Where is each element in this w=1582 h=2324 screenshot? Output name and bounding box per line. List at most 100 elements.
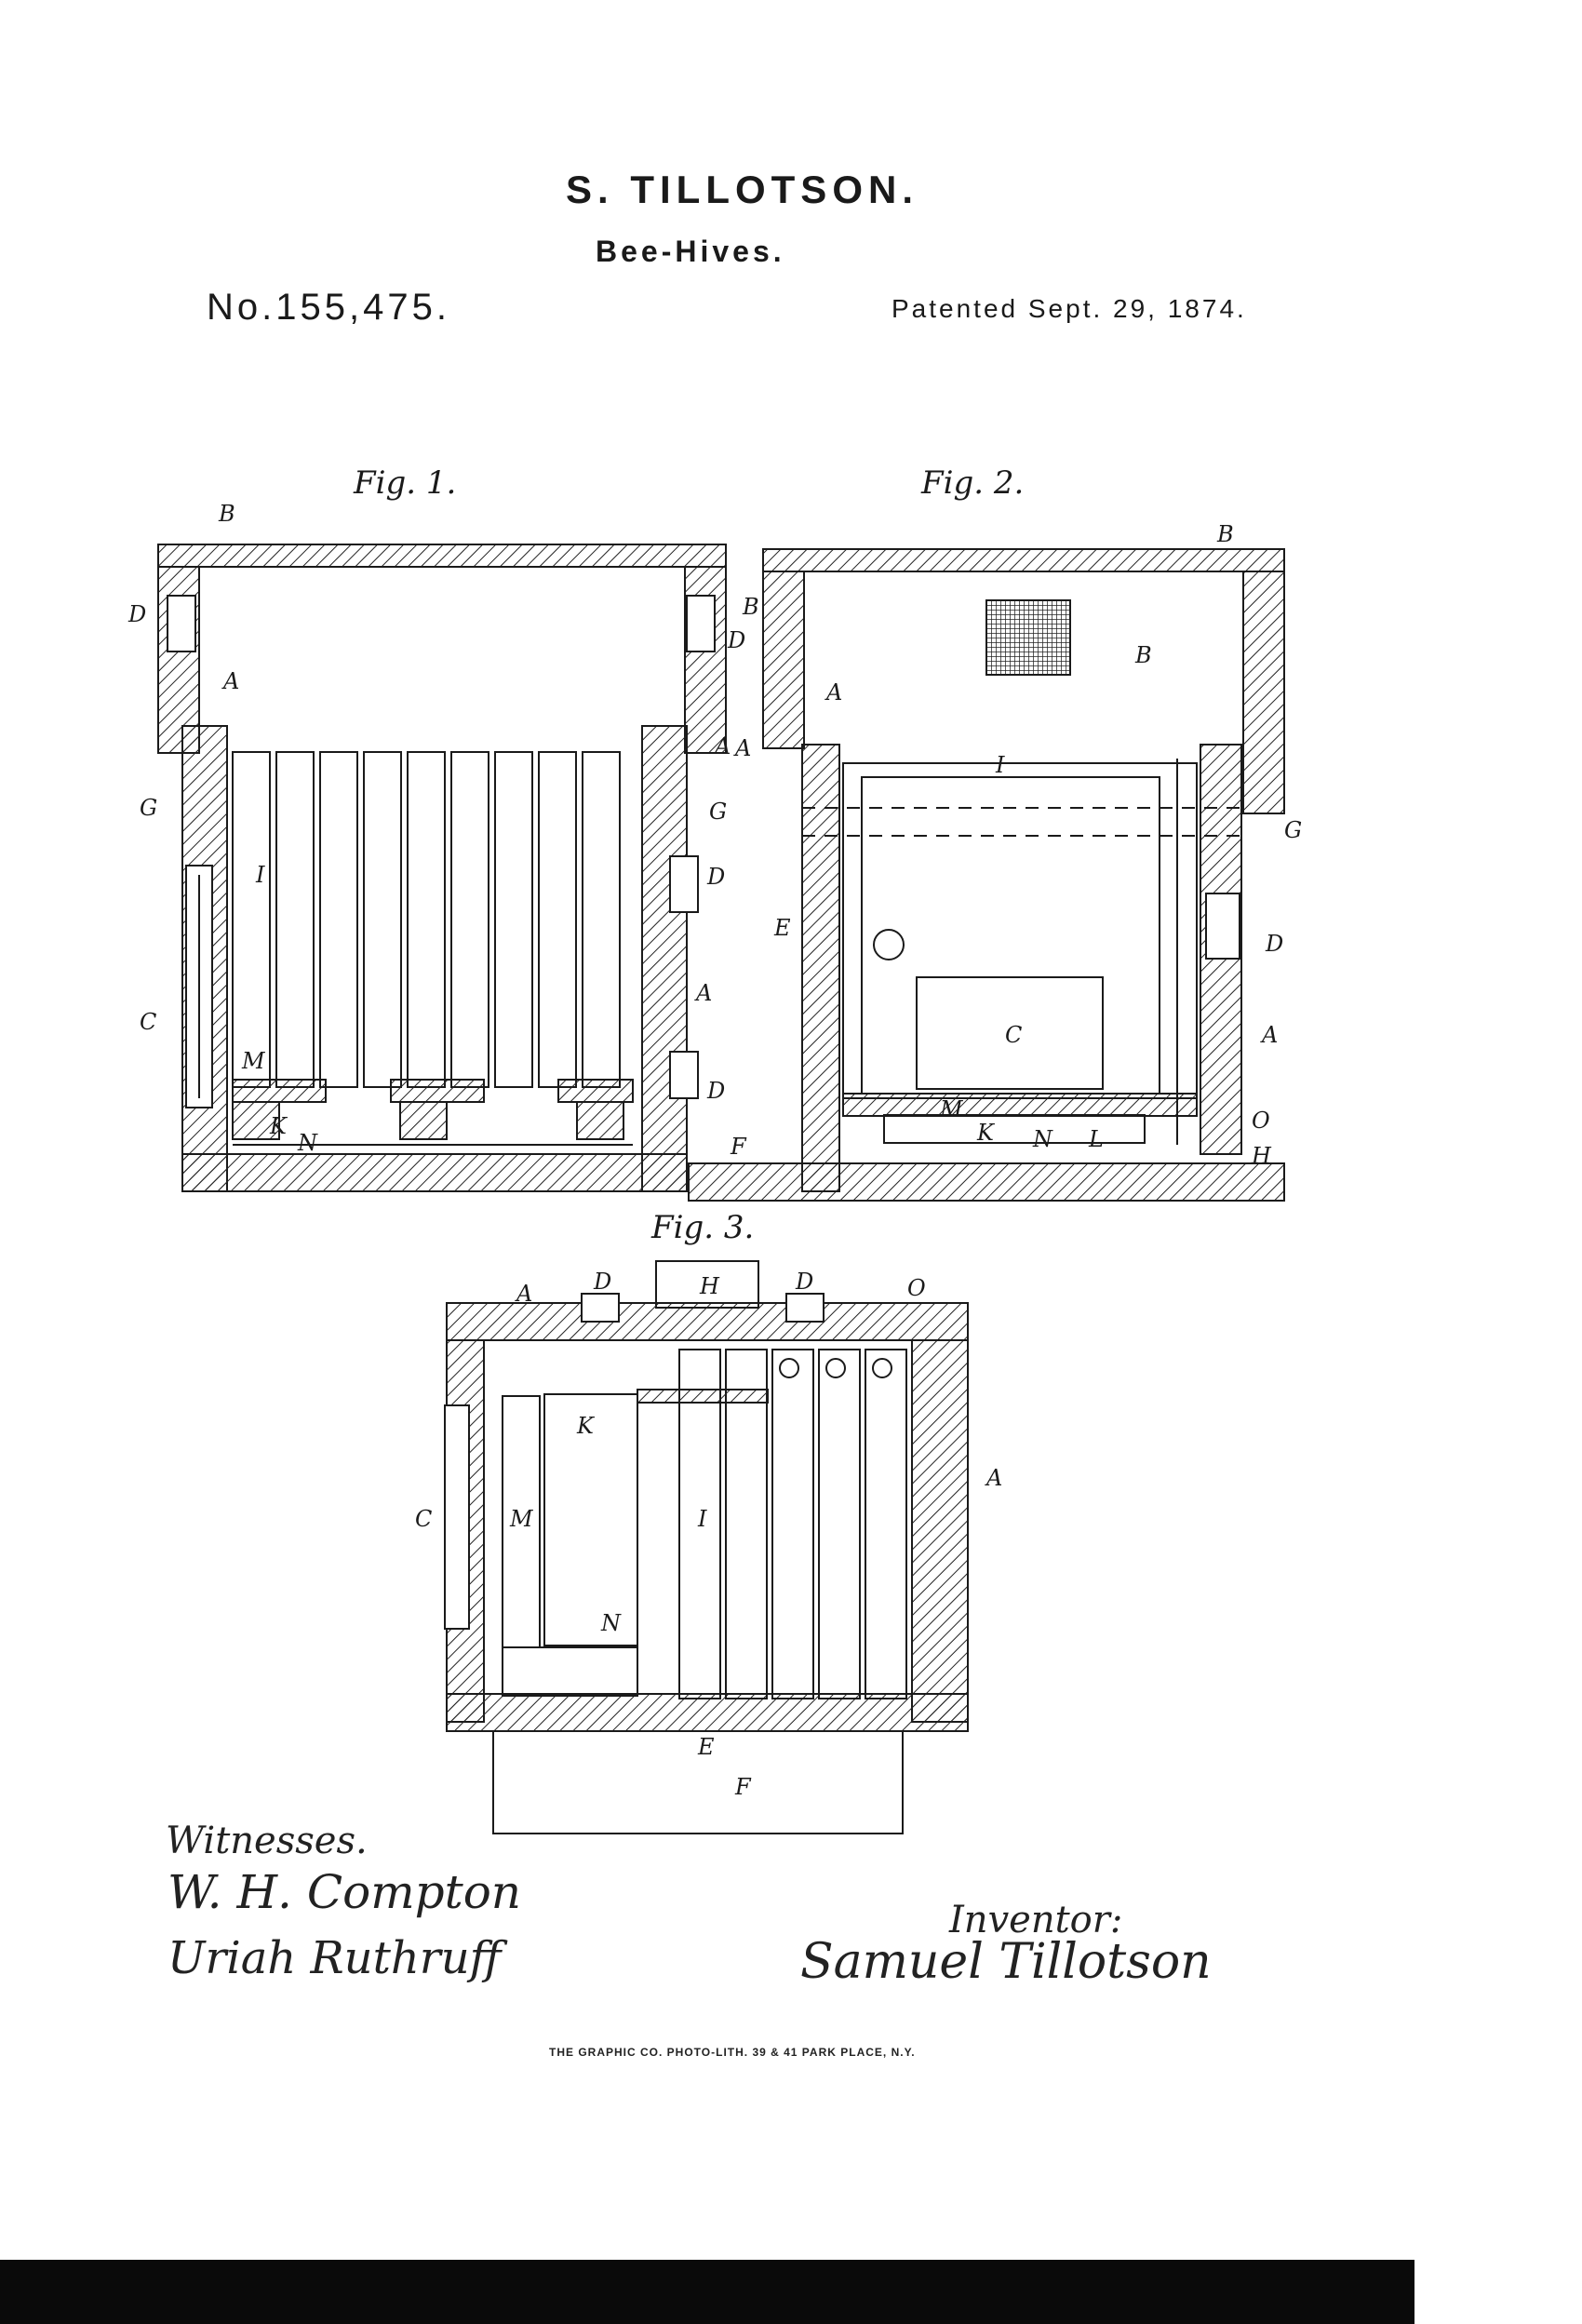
fig1-d-block-mid-right <box>669 855 699 913</box>
fig1-cover-top <box>157 544 727 568</box>
fig1-label-d-right-2: D <box>706 864 725 890</box>
fig1-label-m: M <box>241 1048 266 1074</box>
fig3-label-d-left: D <box>593 1269 611 1295</box>
fig1-label-a-right-1: A <box>713 733 731 759</box>
fig2-body-left-wall <box>801 744 840 1192</box>
fig2-entrance-c <box>916 976 1104 1090</box>
fig1-label-c: C <box>140 1009 156 1035</box>
fig3-label-e: E <box>697 1734 715 1760</box>
fig2-label-b-inner: B <box>1134 642 1152 668</box>
fig1-d-block-low-right <box>669 1051 699 1099</box>
fig2-vent-screen <box>985 599 1071 676</box>
fig3-outer-top <box>446 1302 969 1341</box>
fig2-label-o: O <box>1252 1108 1270 1134</box>
inventor-label: Inventor: <box>949 1899 1123 1941</box>
fig2-label-g: G <box>1284 817 1302 843</box>
fig3-top-bar <box>637 1389 769 1404</box>
fig3-d-block-left <box>581 1293 620 1323</box>
fig2-label-h: H <box>1251 1143 1272 1169</box>
fig1-d-block-upper-left <box>167 595 196 652</box>
fig3-label-n: N <box>600 1610 622 1636</box>
witness1-signature: W. H. Compton <box>168 1865 521 1919</box>
fig3-label-m: M <box>509 1506 534 1532</box>
fig3-outer-bottom <box>446 1693 969 1732</box>
fig2-k-block <box>883 1114 1146 1144</box>
fig3-label-o: O <box>907 1275 926 1301</box>
fig3-label-f: F <box>734 1774 752 1800</box>
figure-3 <box>444 1260 969 1834</box>
fig2-cover-top <box>762 548 1285 572</box>
witnesses-label: Witnesses. <box>166 1820 368 1862</box>
fig2-pivot-circle <box>873 929 905 960</box>
fig2-base <box>688 1162 1285 1202</box>
fig3-label-i: I <box>697 1506 707 1532</box>
fig1-label-a-right-2: A <box>694 980 712 1006</box>
figure-1 <box>157 544 727 1192</box>
fig1-bar-left <box>232 1079 327 1103</box>
inventor-name: S. TILLOTSON. <box>566 168 918 211</box>
patent-date: Patented Sept. 29, 1874. <box>892 294 1247 323</box>
fig1-k-right <box>576 1101 624 1140</box>
fig3-label-a-right: A <box>985 1465 1002 1491</box>
fig3-d-block-right <box>785 1293 825 1323</box>
fig1-label-n: N <box>297 1130 318 1156</box>
fig1-k-mid <box>399 1101 448 1140</box>
fig3-door-c <box>444 1404 470 1630</box>
fig1-label-d-right-3: D <box>706 1078 725 1104</box>
fig2-label-n: N <box>1032 1126 1053 1152</box>
fig1-d-block-upper-right <box>686 595 716 652</box>
fig2-d-block <box>1205 893 1240 960</box>
fig1-frames <box>232 751 621 1088</box>
fig2-bottom-bar <box>842 1093 1198 1117</box>
fig1-label-k: K <box>269 1113 288 1139</box>
fig1-label: Fig. 1. <box>353 464 456 502</box>
fig1-floor <box>181 1153 688 1192</box>
fig3-label-d-right: D <box>795 1269 813 1295</box>
fig1-label-i: I <box>255 862 265 888</box>
fig2-label-k: K <box>976 1120 996 1146</box>
fig2-label: Fig. 2. <box>920 464 1024 502</box>
fig3-label-a-top: A <box>515 1281 532 1307</box>
fig3-k-bottom <box>502 1646 638 1697</box>
fig3-label-h: H <box>699 1273 720 1299</box>
fig3-label-k: K <box>576 1413 596 1439</box>
fig1-label-g-right: G <box>709 799 727 825</box>
fig2-label-l: L <box>1088 1126 1104 1152</box>
fig1-label-g-left: G <box>140 795 157 821</box>
witness2-signature: Uriah Ruthruff <box>168 1932 508 1984</box>
fig3-label: Fig. 3. <box>650 1209 754 1246</box>
fig3-k-panel <box>543 1393 638 1646</box>
fig1-label-d-left: D <box>127 601 146 627</box>
fig1-bar-right <box>557 1079 634 1103</box>
fig2-cover-right <box>1242 571 1285 814</box>
fig2-label-c: C <box>1005 1022 1022 1048</box>
fig3-outer-right <box>911 1339 969 1723</box>
fig2-label-d: D <box>1265 931 1283 957</box>
fig1-k-left <box>232 1101 280 1140</box>
figure-2 <box>688 548 1285 1202</box>
patent-title: Bee-Hives. <box>596 235 785 268</box>
fig1-label-d-right-1: D <box>727 627 745 653</box>
fig2-label-b-top: B <box>1216 521 1234 547</box>
fig2-label-m: M <box>939 1096 964 1122</box>
fig1-label-a-left: A <box>221 668 239 694</box>
bottom-scan-bar <box>0 2260 1414 2324</box>
fig3-base-f <box>492 1730 904 1834</box>
fig1-bar-mid <box>390 1079 485 1103</box>
fig2-label-i: I <box>995 752 1005 778</box>
fig1-label-b-right: B <box>742 594 759 620</box>
fig1-label-b-top: B <box>218 501 235 527</box>
fig3-frames <box>678 1349 907 1699</box>
fig2-label-a-upper: A <box>825 679 842 705</box>
fig2-label-e: E <box>773 915 791 941</box>
fig2-label-a-right-2: A <box>1260 1022 1278 1048</box>
fig2-label-a-right-1: A <box>733 735 751 761</box>
inventor-signature: Samuel Tillotson <box>800 1934 1212 1990</box>
fig1-body-right-wall <box>641 725 688 1192</box>
lithographer-imprint: THE GRAPHIC CO. PHOTO-LITH. 39 & 41 PARK… <box>549 2046 916 2059</box>
fig2-cover-left <box>762 571 805 749</box>
fig2-label-f: F <box>730 1134 747 1160</box>
fig3-label-c: C <box>415 1506 432 1532</box>
patent-number: No.155,475. <box>207 287 450 328</box>
